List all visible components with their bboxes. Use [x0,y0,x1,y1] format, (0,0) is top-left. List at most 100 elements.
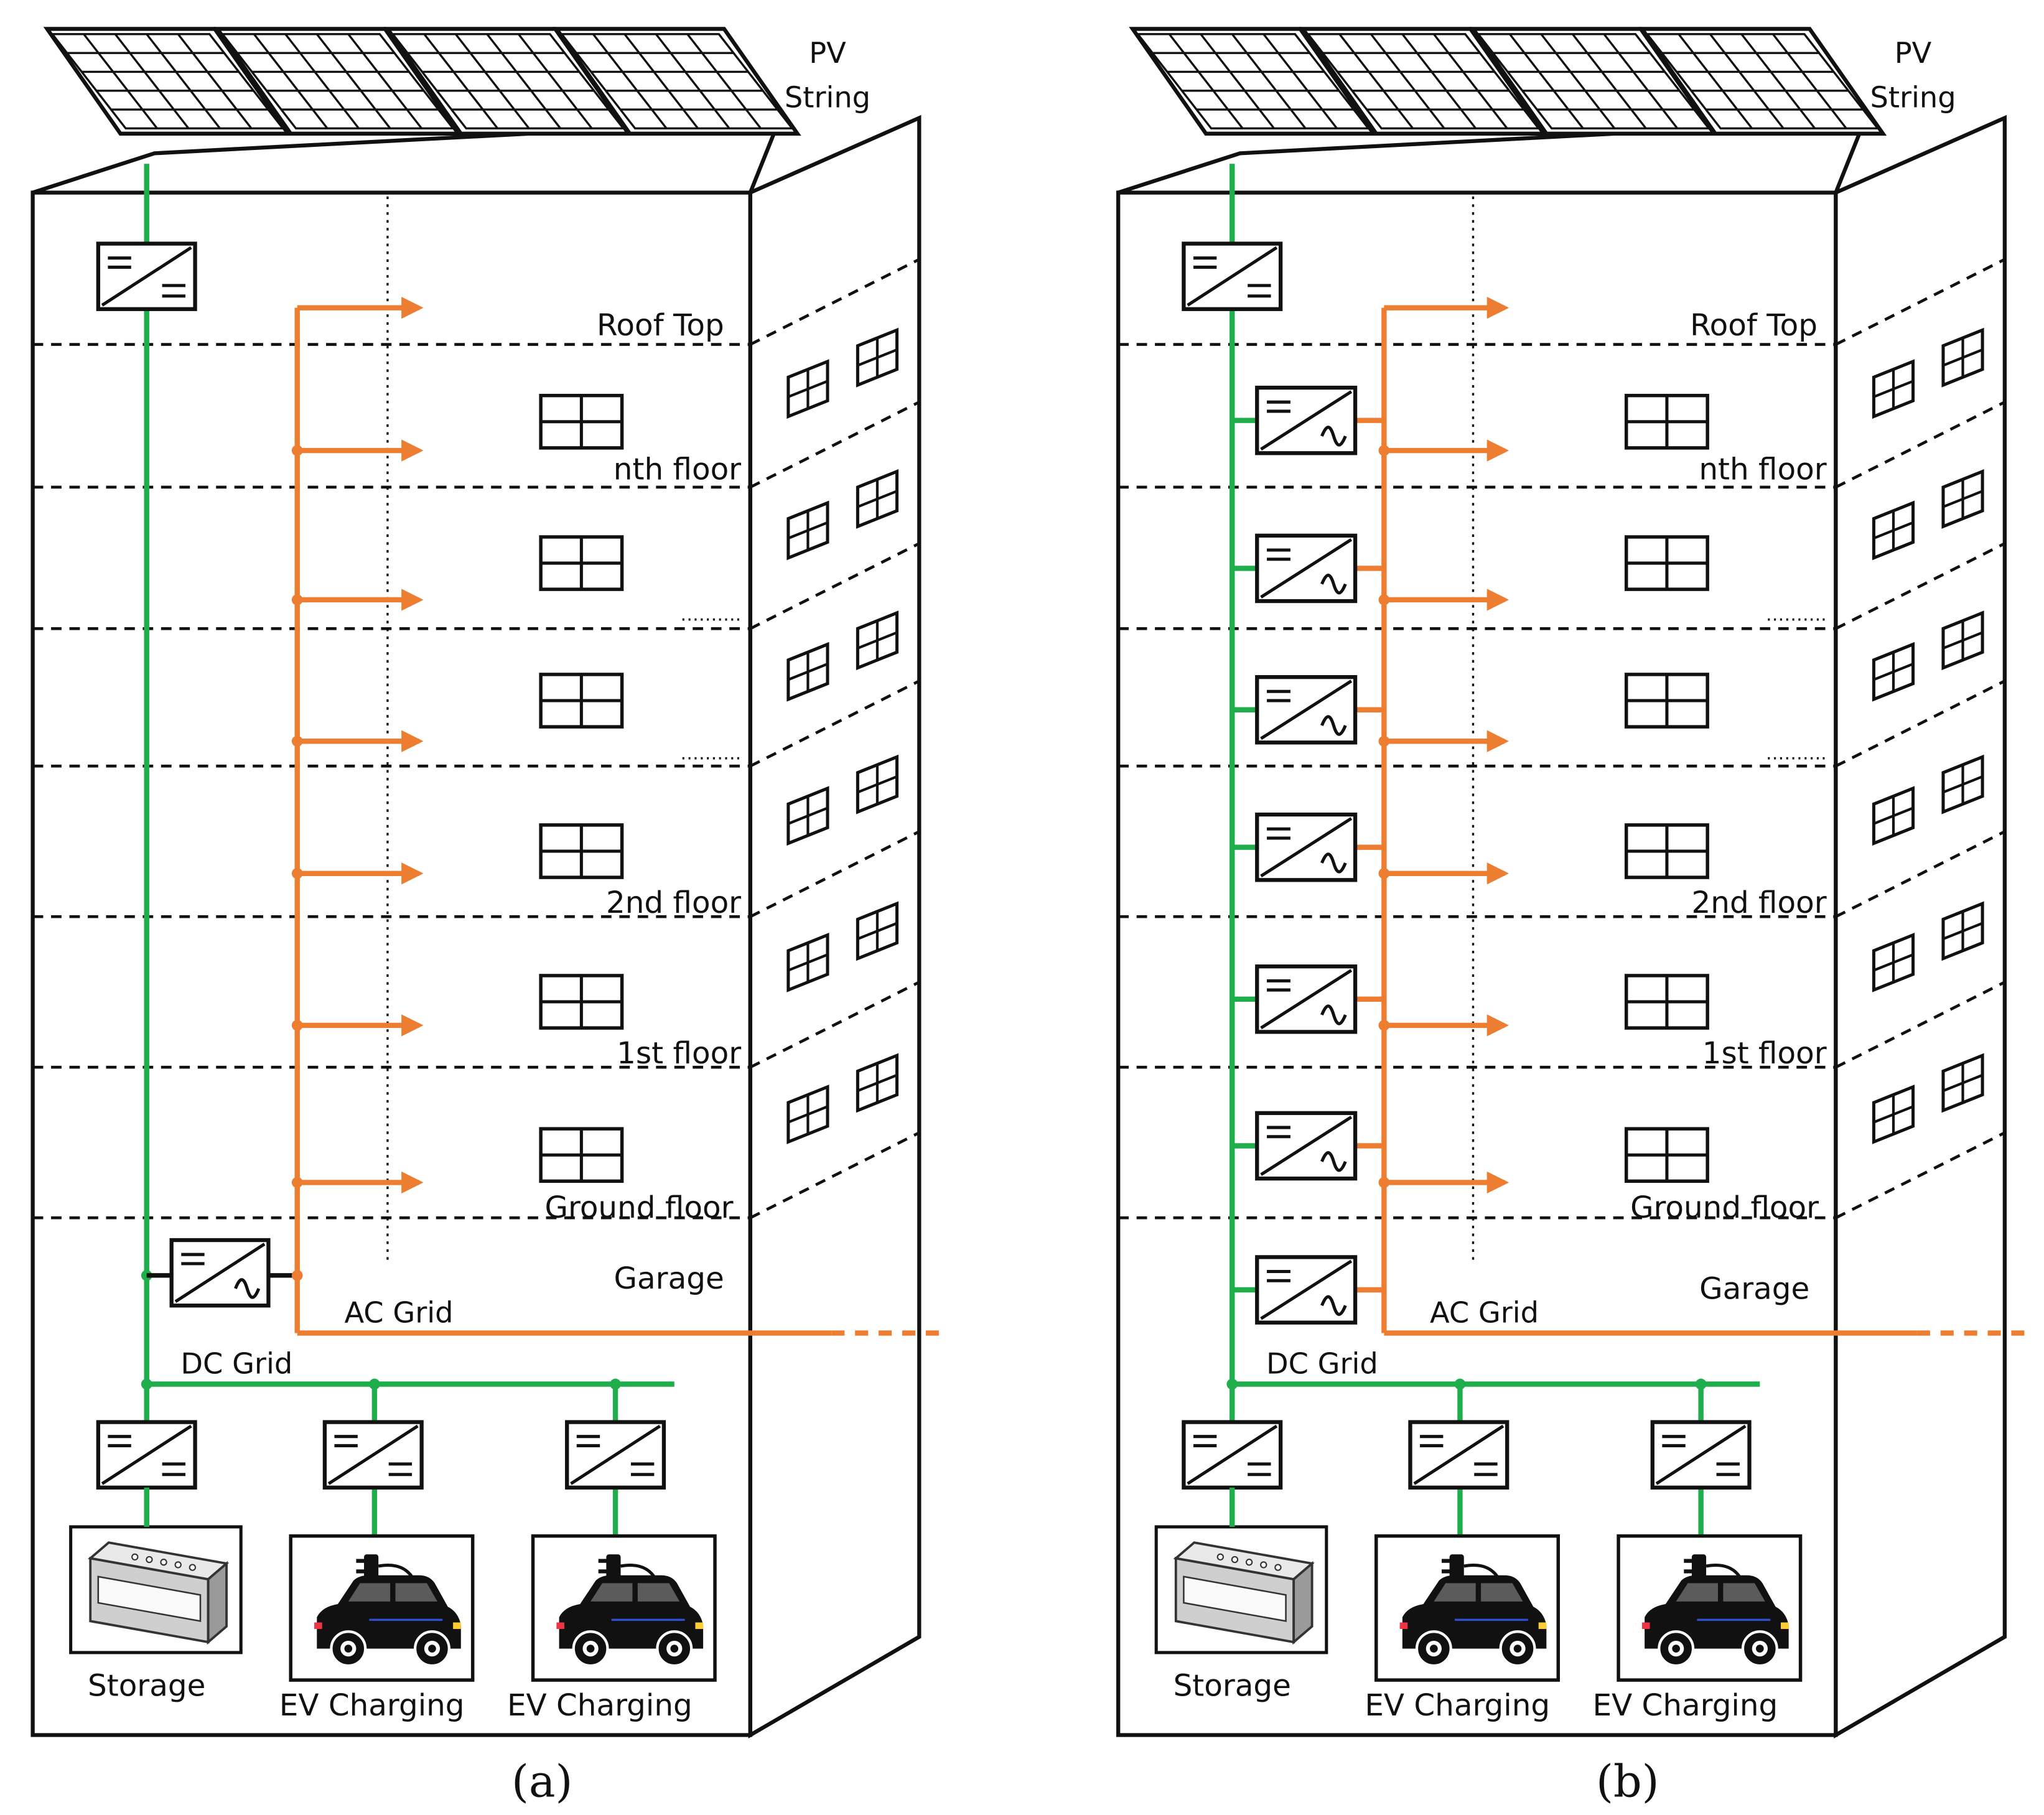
converter-diagonal [1655,1424,1747,1485]
dc-ac-inverter-icon [1255,674,1358,745]
storage-label: Storage [1174,1668,1291,1703]
window-icon [539,535,624,591]
dc-ac-inverter-icon [169,1238,271,1308]
window-icon [1872,642,1915,702]
junction-dot [1378,735,1390,747]
junction-dot [141,1378,152,1390]
ac-grid [1355,296,2028,1336]
floor-divider-side [1835,679,2005,768]
dc-dc-converter-icon [322,1420,424,1490]
window-icon [1872,786,1915,846]
building-front-face [1116,190,1838,1737]
ground-floor-label: Ground floor [545,1190,734,1225]
nth-floor-label: nth floor [614,452,741,487]
floor-divider-side [749,401,920,489]
converter-diagonal [101,246,192,307]
converter-diagonal [1260,1116,1353,1176]
dc-dc-converter-icon [96,241,197,311]
ac-sine-mark [1320,852,1347,874]
building-outline [1116,114,2007,1738]
ellipsis-label: ………. [680,604,741,625]
dc-grid [1182,164,1760,1539]
window-icon [786,786,829,846]
converter-diagonal [101,1424,192,1485]
storage-label: Storage [88,1668,205,1703]
pv-label-line1: PV [809,36,846,70]
window-icon [1941,327,1984,388]
dc-ac-inverter-icon [1255,812,1358,882]
window-icon [856,469,899,529]
window-icon [1941,754,1984,814]
window-icon [1872,1085,1915,1144]
junction-dot [1378,594,1390,605]
pv-label-line1: PV [1895,36,1932,70]
junction-dot [291,735,303,747]
garage-label: Garage [614,1261,724,1296]
nth-floor-label: nth floor [1699,452,1826,487]
window-icon [1872,359,1915,419]
electric-car-icon [1374,1534,1560,1682]
solar-panel-icon [213,27,462,136]
window-icon [1941,901,1984,961]
window-icon [856,327,899,388]
floor-divider-side [1835,1131,2005,1220]
window-icon [856,610,899,671]
dc-dc-converter-icon [96,1420,197,1490]
window-icon [1624,974,1709,1030]
battery-icon [69,1525,243,1654]
ac-sine-mark [1320,715,1347,736]
converter-diagonal [1187,246,1278,307]
pv-label-line2: String [785,81,870,114]
ac-sine-mark [1320,1151,1347,1172]
window-icon [1624,1127,1709,1183]
dc-dc-converter-icon [1408,1420,1510,1490]
dc-ac-inverter-icon [1255,385,1358,455]
pv-string: PV String [43,27,870,136]
junction-dot [1378,867,1390,879]
converter-diagonal [1260,679,1353,740]
second-floor-label: 2nd floor [1692,885,1827,920]
floor-divider-side [1835,830,2005,918]
first-floor-label: 1st floor [1702,1036,1827,1071]
converter-diagonal [1260,1259,1353,1320]
dc-grid-label: DC Grid [180,1347,292,1381]
window-icon [1872,932,1915,992]
floor-divider-side [1835,981,2005,1069]
ellipsis-label: ………. [1766,743,1827,764]
window-icon [539,393,624,450]
electric-car-icon [531,1534,717,1682]
second-floor-label: 2nd floor [606,885,741,920]
window-icon [786,359,829,419]
junction-dot [291,867,303,879]
window-icon [1624,535,1709,591]
building-front-face [30,190,752,1737]
dc-ac-inverter-icon [1255,1255,1358,1325]
ac-grid-label: AC Grid [344,1296,453,1330]
dc-grid-label: DC Grid [1266,1347,1378,1381]
window-icon [539,673,624,729]
window-icon [856,1053,899,1113]
window-icon [1624,393,1709,450]
converter-diagonal [1413,1424,1505,1485]
floor-divider-side [749,679,920,768]
floor-divider-side [1835,401,2005,489]
floor-divider-side [1835,542,2005,630]
floor-divider-side [749,981,920,1069]
converter-diagonal [570,1424,661,1485]
ev-charging-label: EV Charging [1593,1688,1778,1723]
junction-dot [291,1270,303,1281]
dc-ac-inverter-icon [1255,533,1358,604]
converter-diagonal [1187,1424,1278,1485]
ev-charging-label: EV Charging [279,1688,465,1723]
solar-panel-icon [43,27,292,136]
solar-panel-icon [1129,27,1378,136]
window-icon [786,642,829,702]
floor-divider-side [749,542,920,630]
ac-sine-mark [1320,573,1347,595]
ac-grid [146,296,943,1336]
